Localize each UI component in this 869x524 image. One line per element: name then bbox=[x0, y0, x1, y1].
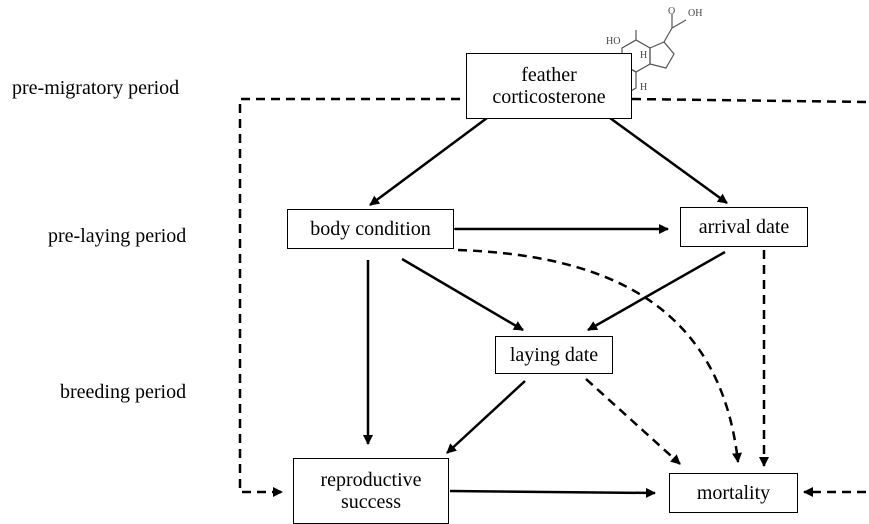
period-label-pre-laying: pre-laying period bbox=[48, 225, 187, 247]
period-label-pre-migratory: pre-migratory period bbox=[12, 77, 180, 99]
arrow-arrival-to-laying bbox=[587, 250, 726, 332]
node-arrival-date: arrival date bbox=[680, 207, 808, 247]
node-body-condition-label: body condition bbox=[310, 218, 431, 240]
node-reproductive-success-line2: success bbox=[341, 491, 401, 513]
node-feather-corticosterone: feather corticosterone bbox=[466, 53, 632, 119]
node-feather-corticosterone-line1: feather bbox=[521, 64, 577, 86]
node-feather-corticosterone-line2: corticosterone bbox=[492, 86, 606, 108]
node-laying-date-label: laying date bbox=[509, 344, 599, 366]
node-arrival-date-label: arrival date bbox=[698, 216, 790, 238]
arrow-laying-to-repro bbox=[446, 380, 526, 454]
node-laying-date: laying date bbox=[495, 336, 613, 374]
arrow-body-to-laying bbox=[401, 257, 524, 332]
node-reproductive-success-line1: reproductive bbox=[320, 469, 422, 491]
arrow-cort-to-arrival bbox=[609, 116, 728, 205]
ho-label: HO bbox=[606, 36, 620, 47]
period-label-breeding: breeding period bbox=[60, 381, 187, 403]
h-label-1: H bbox=[640, 50, 647, 61]
node-reproductive-success: reproductive success bbox=[293, 458, 449, 524]
dashed-arrow-cort-to-repro bbox=[238, 97, 460, 497]
dashed-line-cort-right bbox=[631, 97, 869, 104]
arrow-repro-to-mortality bbox=[449, 487, 656, 498]
arrow-cort-to-body bbox=[369, 116, 488, 207]
dashed-arrow-body-to-mortality bbox=[457, 248, 742, 463]
oxygen-label-ketone: O bbox=[668, 6, 675, 17]
node-mortality-label: mortality bbox=[696, 482, 771, 504]
node-body-condition: body condition bbox=[287, 209, 454, 249]
dashed-arrow-laying-to-mortality bbox=[585, 378, 681, 465]
h-label-2: H bbox=[640, 82, 647, 93]
node-mortality: mortality bbox=[669, 473, 798, 513]
hydroxyl-label: OH bbox=[688, 8, 702, 19]
